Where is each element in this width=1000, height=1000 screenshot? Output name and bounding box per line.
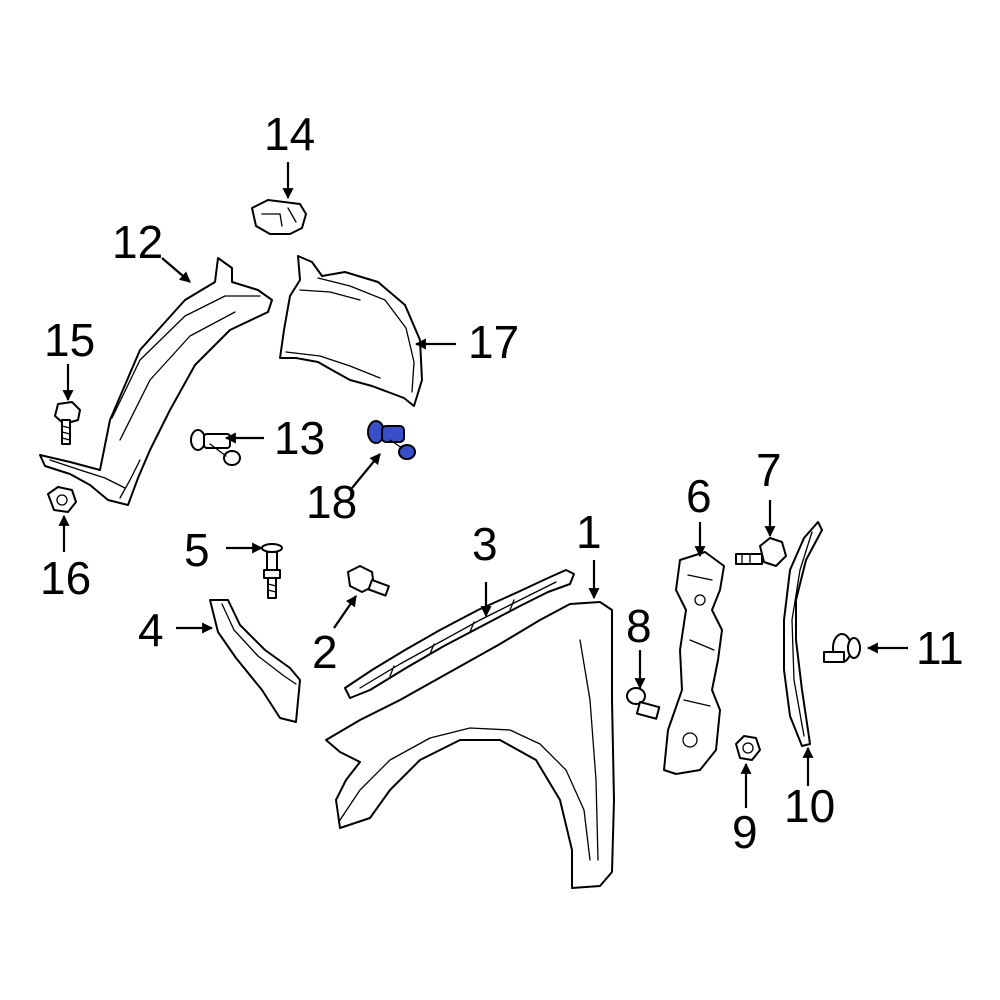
callout-6: 6 — [686, 470, 712, 522]
part-8-bolt — [626, 687, 661, 720]
part-3-bracket — [344, 569, 575, 699]
callout-14: 14 — [264, 108, 315, 160]
callout-8: 8 — [626, 600, 652, 652]
callout-11: 11 — [916, 622, 964, 674]
arrow-12 — [161, 257, 191, 283]
part-12-fender-liner — [39, 257, 273, 506]
part-11-push-clip — [823, 633, 861, 663]
callout-2: 2 — [312, 626, 338, 678]
callout-9: 9 — [732, 806, 758, 858]
callout-3: 3 — [472, 518, 498, 570]
callout-7: 7 — [756, 444, 782, 496]
part-6-bracket — [663, 551, 725, 775]
part-5-screw — [261, 543, 283, 599]
part-1-fender — [325, 601, 615, 889]
part-4-mud-flap — [209, 599, 301, 723]
part-18-push-rivet-highlighted — [367, 420, 416, 460]
part-14-clip — [251, 199, 307, 235]
part-9-nut — [735, 735, 761, 761]
callout-10: 10 — [784, 780, 835, 832]
leader-arrows — [58, 162, 908, 808]
callout-5: 5 — [184, 524, 210, 576]
arrow-2 — [333, 595, 357, 629]
part-2-bolt — [347, 565, 390, 597]
callout-1: 1 — [576, 506, 602, 558]
part-15-bolt — [54, 401, 81, 445]
callout-15: 15 — [44, 314, 95, 366]
callout-16: 16 — [40, 552, 91, 604]
arrow-18 — [351, 453, 381, 489]
callout-4: 4 — [138, 604, 164, 656]
part-7-bolt — [735, 537, 787, 567]
callout-12: 12 — [112, 216, 163, 268]
part-16-nut — [47, 486, 77, 513]
callout-17: 17 — [468, 316, 519, 368]
callout-labels: 1 2 3 4 5 6 7 8 9 10 11 12 13 14 15 16 1… — [40, 108, 964, 858]
part-13-push-pin — [190, 429, 241, 466]
part-10-seal-strip — [783, 521, 823, 747]
part-17-liner-section — [279, 255, 423, 407]
callout-18: 18 — [306, 476, 357, 528]
callout-13: 13 — [274, 412, 325, 464]
